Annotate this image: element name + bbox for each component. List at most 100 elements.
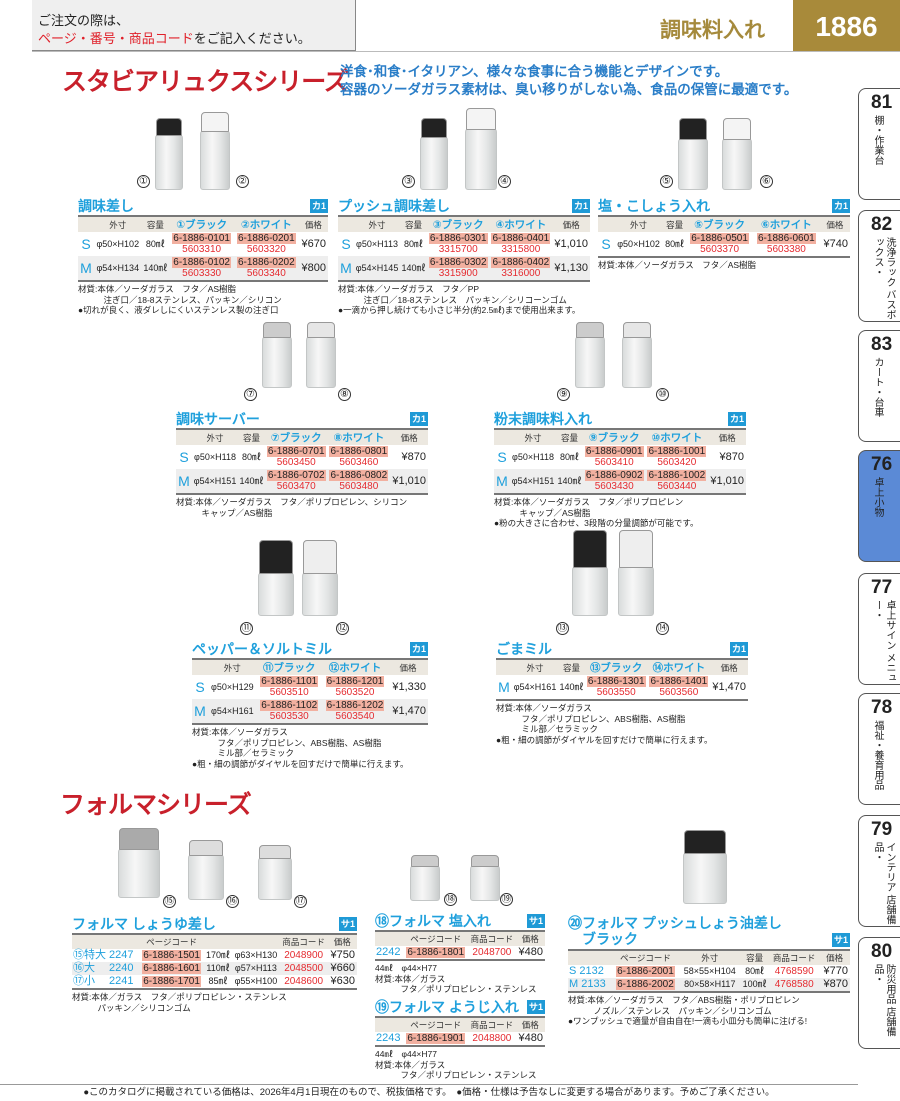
glass-body xyxy=(188,854,224,900)
product-image xyxy=(420,118,448,190)
product-title: 粉末調味料入れカ1 xyxy=(494,410,746,428)
size-cell: M xyxy=(192,699,208,724)
table-cell: ¥660 xyxy=(327,962,357,975)
cell-value: 2048500 xyxy=(284,963,324,974)
product-image xyxy=(118,828,160,898)
item-code: 5603460 xyxy=(339,457,379,468)
column-header: 外寸 xyxy=(94,216,142,232)
material-notes: 材質:本体／ソーダガラス フタ／ポリプロピレン、ABS樹脂、AS樹脂 ミル部／セ… xyxy=(496,703,713,745)
cell-value: 6-1886-1701 xyxy=(142,976,201,987)
tax-badge: カ1 xyxy=(409,412,428,426)
cell-value: 2242 xyxy=(376,946,401,958)
product-title-text: ⑳フォルマ プッシュしょう油差し ブラック xyxy=(568,915,782,947)
cap xyxy=(259,845,291,859)
column-header: 商品コード xyxy=(279,934,328,949)
glass-body xyxy=(258,857,292,900)
tab-number: 80 xyxy=(871,941,893,962)
dims-cell: φ50×H102 xyxy=(617,238,660,249)
category-title: 調味料入れ xyxy=(660,19,765,42)
header-divider xyxy=(32,51,900,52)
column-header: 容量 xyxy=(663,216,687,232)
column-header xyxy=(231,934,280,949)
item-code: 5603420 xyxy=(657,457,697,468)
item-code: 3315900 xyxy=(438,268,478,279)
image-number-label: ⑫ xyxy=(336,622,349,635)
price-cell: ¥870 xyxy=(719,450,744,463)
product-image xyxy=(572,530,608,616)
tab-number: 79 xyxy=(871,819,893,840)
cell-value: 170㎖ xyxy=(206,950,231,960)
column-header: ページコード xyxy=(611,950,680,965)
capacity-cell: 140㎖ xyxy=(556,469,583,494)
table-cell: ¥770 xyxy=(819,965,850,978)
dims-cell: φ50×H129 xyxy=(210,681,254,692)
table-cell: ⑰小 2241 xyxy=(72,975,139,989)
column-header: ②ホワイト xyxy=(233,216,299,232)
table-cell: 100㎖ xyxy=(740,978,770,992)
price-cell: ¥1,010 xyxy=(554,237,588,250)
product-title: 調味サーバーカ1 xyxy=(176,410,428,428)
column-header: 外寸 xyxy=(510,429,557,445)
column-header: 容量 xyxy=(400,216,427,232)
dims-cell: φ50×H118 xyxy=(512,451,554,462)
tax-badge: カ1 xyxy=(571,199,590,213)
cap xyxy=(466,108,496,130)
column-header: 価格 xyxy=(819,216,850,232)
table-cell: 6-1886-1901 xyxy=(403,1032,468,1046)
image-number-label: ⑬ xyxy=(556,622,569,635)
tab-label: カート・台車 xyxy=(872,357,883,417)
product-title-text: ⑱フォルマ 塩入れ xyxy=(375,913,491,929)
cell-value: 2048600 xyxy=(284,976,324,987)
page-number: 1886 xyxy=(793,0,900,51)
page-code: 6-1886-0802 xyxy=(329,470,389,481)
item-code: 5603550 xyxy=(596,687,636,698)
intro-line2: 容器のソーダガラス素材は、臭い移りがしない為、食品の保管に最適です。 xyxy=(340,82,798,97)
cell-value: ¥480 xyxy=(518,946,543,958)
table-cell: 2048700 xyxy=(468,946,516,960)
table-cell: 6-1886-1701 xyxy=(139,975,204,989)
cell-value: ¥750 xyxy=(330,949,355,961)
capacity-cell: 140㎖ xyxy=(400,256,427,281)
glass-body xyxy=(258,572,294,616)
tab-label: 卓上サイン メニュー・ xyxy=(872,600,895,683)
page-code: 6-1886-0101 xyxy=(172,233,231,244)
price-cell: ¥800 xyxy=(298,256,328,281)
column-header xyxy=(72,934,140,949)
glass-body xyxy=(302,572,338,616)
size-cell: M xyxy=(78,256,94,281)
item-code: 5603540 xyxy=(335,711,375,722)
cell-value: φ63×H130 xyxy=(234,950,278,960)
image-number-label: ⑰ xyxy=(294,895,307,908)
cap xyxy=(119,828,159,850)
cell-value: S 2132 xyxy=(569,965,604,977)
material-notes: 44㎖ φ44×H77 材質:本体／ガラス フタ／ポリプロピレン・ステンレス xyxy=(375,1049,537,1080)
product-image xyxy=(575,322,605,388)
capacity-cell: 140㎖ xyxy=(559,681,584,692)
image-number-label: ① xyxy=(137,175,150,188)
item-code: 5603480 xyxy=(339,481,379,492)
material-notes: 材質:本体／ガラス フタ／ポリプロピレン・ステンレス パッキン／シリコンゴム xyxy=(72,992,287,1013)
column-header xyxy=(192,659,208,675)
